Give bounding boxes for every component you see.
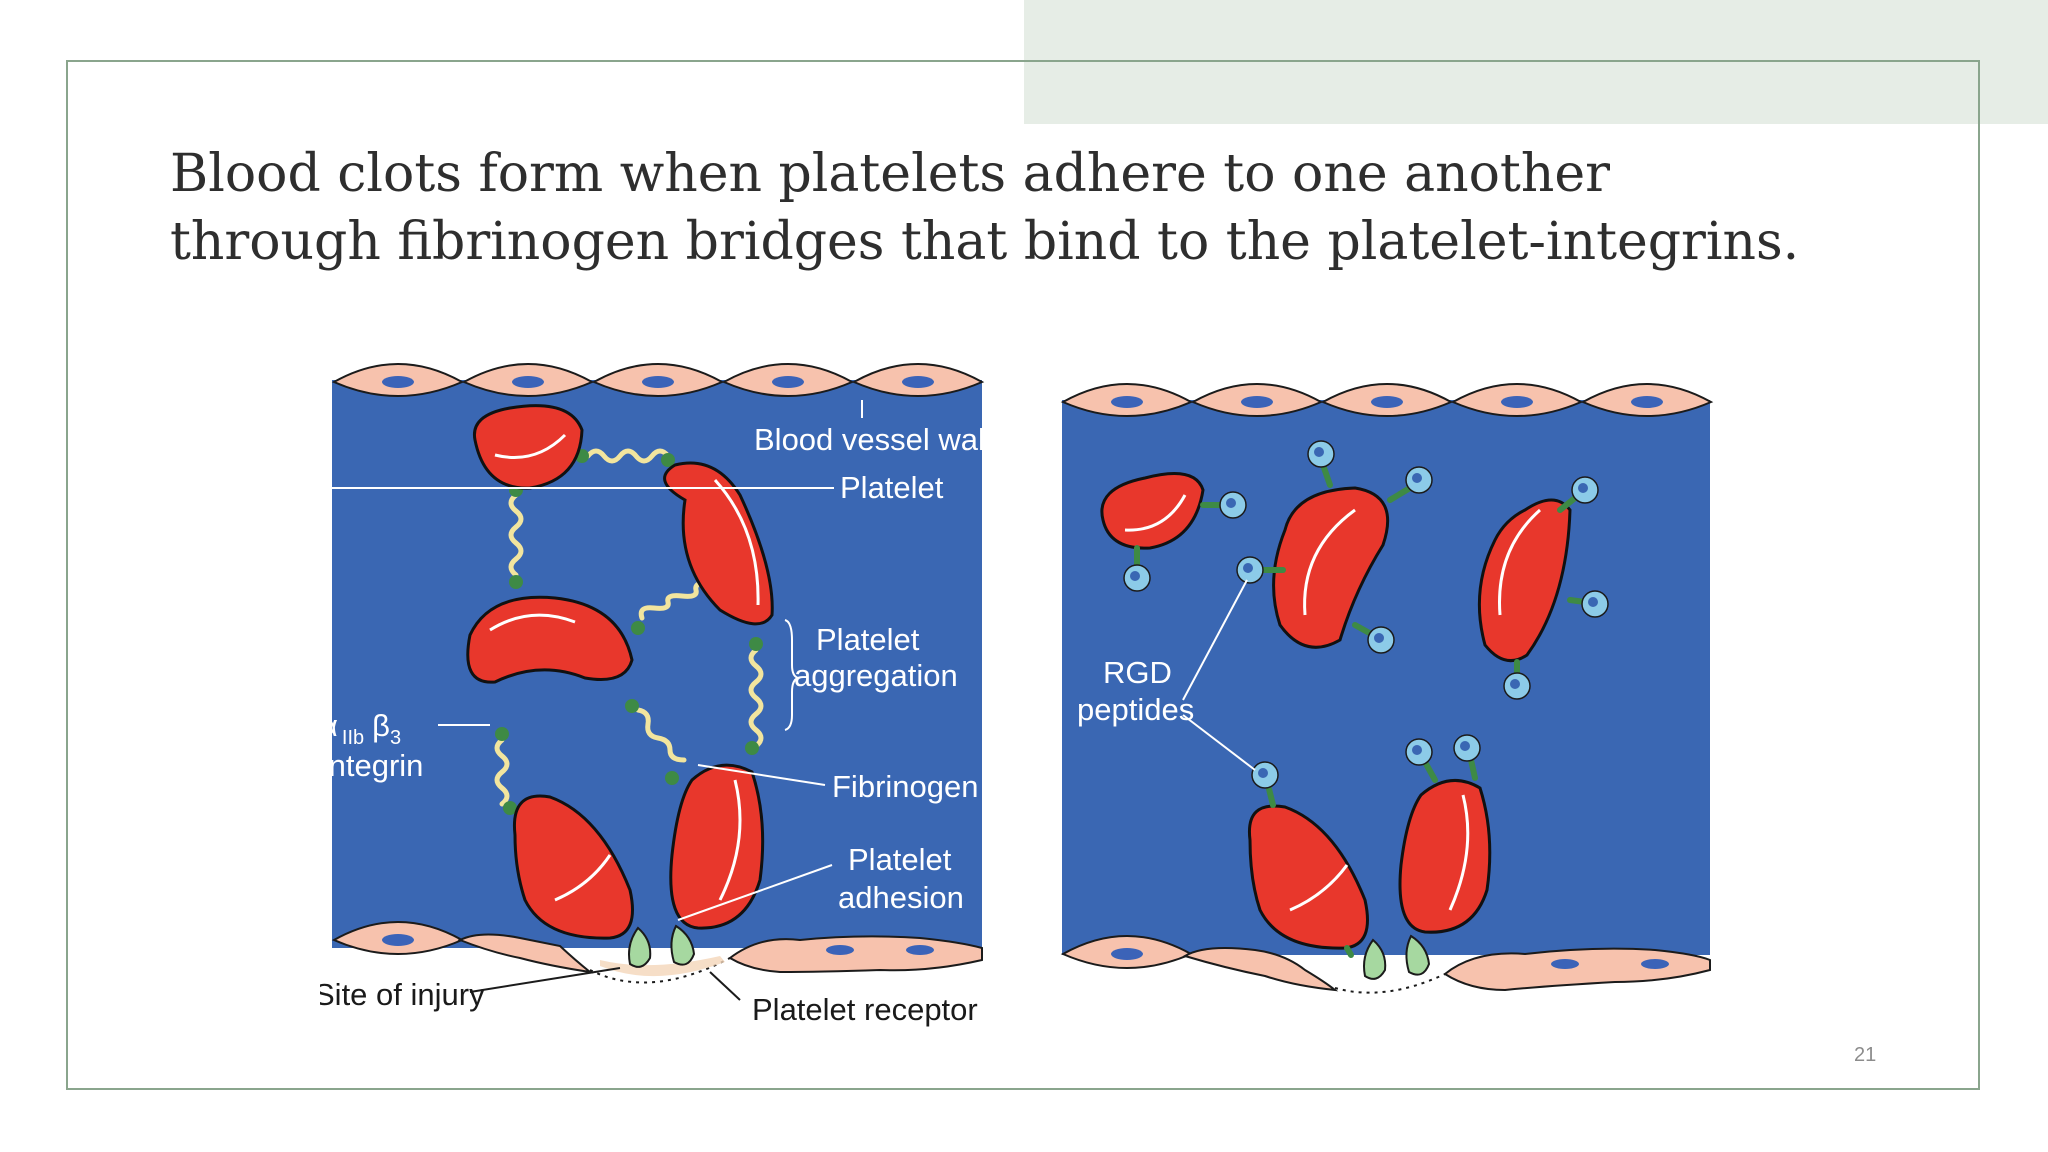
fibrinogen-bridges bbox=[494, 448, 764, 807]
top-vessel-wall bbox=[333, 363, 983, 397]
platelet bbox=[512, 794, 634, 940]
platelet bbox=[669, 763, 765, 930]
platelet-receptor-glyphs bbox=[628, 924, 696, 968]
label-platelet-adhesion-1: Platelet bbox=[848, 842, 952, 877]
slide-title-line-1: Blood clots form when platelets adhere t… bbox=[170, 144, 1610, 204]
rgd-leaders bbox=[1182, 579, 1256, 771]
label-leaders bbox=[320, 400, 863, 921]
slide-title: Blood clots form when platelets adhere t… bbox=[170, 140, 1870, 276]
platelet bbox=[1398, 778, 1492, 934]
rgd-peptide-svg: RGD peptides bbox=[1062, 383, 1712, 994]
platelet bbox=[1247, 804, 1369, 950]
label-platelet: Platelet bbox=[840, 470, 944, 505]
label-integrin: Integrin bbox=[320, 748, 423, 783]
top-vessel-wall bbox=[1062, 383, 1712, 417]
page-number: 21 bbox=[1854, 1044, 1877, 1066]
label-platelet-adhesion-2: adhesion bbox=[838, 880, 964, 915]
bottom-vessel-wall bbox=[333, 921, 983, 984]
label-platelet-receptor: Platelet receptor bbox=[752, 992, 978, 1027]
integrin-stalks bbox=[1134, 462, 1588, 958]
label-blood-vessel-wall: Blood vessel wall bbox=[754, 422, 992, 457]
platelet bbox=[1100, 472, 1205, 550]
platelet bbox=[466, 595, 634, 684]
slide-frame bbox=[66, 60, 1980, 1090]
platelet bbox=[663, 461, 774, 626]
label-fibrinogen: Fibrinogen bbox=[832, 769, 978, 804]
accent-band bbox=[1024, 0, 2048, 124]
platelet-aggregation-svg: Blood vessel wall Platelet Platelet aggr… bbox=[314, 363, 992, 1027]
platelet-aggregation-diagram: Blood vessel wall Platelet Platelet aggr… bbox=[314, 360, 1040, 1040]
slide-title-line-2: through fibrinogen bridges that bind to … bbox=[170, 212, 1800, 272]
platelet bbox=[1477, 498, 1572, 663]
label-rgd: RGD bbox=[1103, 655, 1172, 690]
platelet-receptor-glyphs bbox=[1363, 934, 1431, 980]
platelet bbox=[472, 404, 584, 490]
injury-site-dotted-edge bbox=[1334, 973, 1446, 994]
integrin-knobs bbox=[495, 449, 763, 815]
label-platelet-aggregation-2: aggregation bbox=[794, 658, 958, 693]
vessel-lumen bbox=[332, 380, 982, 948]
rgd-peptide-diagram: RGD peptides bbox=[1055, 370, 1715, 1020]
platelet bbox=[1272, 486, 1390, 649]
label-peptides: peptides bbox=[1077, 692, 1194, 727]
label-site-of-injury: Site of injury bbox=[320, 977, 485, 1012]
bottom-vessel-wall bbox=[1062, 935, 1711, 994]
injury-site-dotted-edge bbox=[589, 957, 731, 984]
label-platelet-aggregation-1: Platelet bbox=[816, 622, 920, 657]
